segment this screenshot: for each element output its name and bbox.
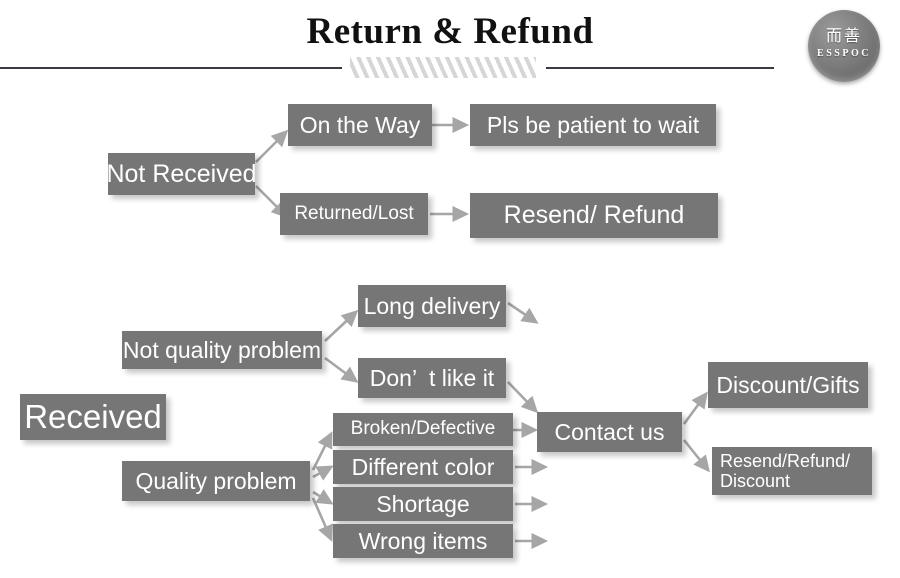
arrow-contact-us-to-resend-refund-discount	[682, 439, 710, 473]
node-on-the-way[interactable]: On the Way	[288, 104, 432, 146]
node-contact-us[interactable]: Contact us	[537, 412, 682, 452]
node-received[interactable]: Received	[20, 394, 166, 440]
arrow-quality-to-shortage	[312, 489, 334, 505]
node-quality-problem[interactable]: Quality problem	[122, 461, 310, 501]
arrow-not-received-to-on-the-way	[255, 129, 289, 163]
brand-logo: 而善 ESSPOC	[808, 10, 880, 82]
node-shortage[interactable]: Shortage	[333, 487, 513, 521]
arrow-quality-to-wrong-items	[311, 497, 333, 542]
node-not-quality-problem[interactable]: Not quality problem	[122, 331, 322, 369]
arrow-long-delivery-dangling	[507, 301, 539, 324]
arrow-contact-us-to-discount-gifts	[682, 391, 708, 425]
logo-latin-text: ESSPOC	[817, 48, 871, 59]
node-returned-lost[interactable]: Returned/Lost	[280, 193, 428, 235]
arrow-dont-like-it-to-contact-us	[507, 381, 539, 414]
node-dont-like-it[interactable]: Don’ t like it	[358, 358, 506, 398]
logo-chinese-text: 而善	[825, 26, 862, 45]
node-not-received[interactable]: Not Received	[106, 153, 257, 195]
page-title: Return & Refund	[306, 11, 594, 52]
node-pls-be-patient-to-wait[interactable]: Pls be patient to wait	[470, 104, 716, 146]
arrow-not-quality-to-dont-like-it	[324, 356, 359, 383]
node-broken-defective[interactable]: Broken/Defective	[333, 413, 513, 446]
arrow-quality-to-broken-defective	[311, 431, 333, 471]
node-long-delivery[interactable]: Long delivery	[358, 285, 506, 327]
node-wrong-items[interactable]: Wrong items	[333, 524, 513, 558]
header-divider-left	[0, 67, 342, 69]
hatch-ornament-icon	[350, 57, 536, 78]
node-discount-gifts[interactable]: Discount/Gifts	[708, 362, 868, 408]
arrow-not-quality-to-long-delivery	[324, 309, 359, 342]
header-divider-right	[546, 67, 774, 69]
node-resend-refund-discount[interactable]: Resend/Refund/ Discount	[712, 447, 872, 495]
node-different-color[interactable]: Different color	[333, 450, 513, 484]
node-resend-refund[interactable]: Resend/ Refund	[470, 193, 718, 238]
arrow-quality-to-different-color	[312, 465, 334, 481]
